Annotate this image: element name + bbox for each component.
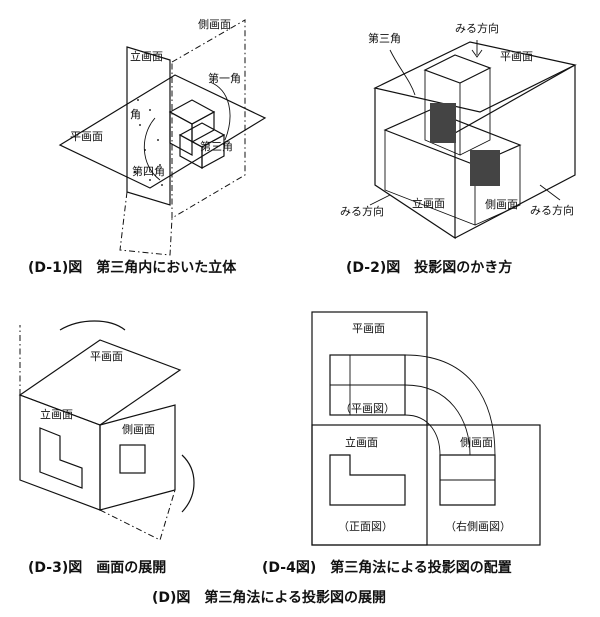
d1-label-angle3: 第三角 <box>200 139 233 153</box>
d4-arc-outer <box>404 354 496 456</box>
d2-label-horizontal: 平画面 <box>500 50 533 63</box>
d2-cube-edge <box>454 64 576 134</box>
d4-label-right-view: （右側画図） <box>445 519 511 533</box>
d3-fold-arrow-top <box>59 320 126 331</box>
d2-cube-left <box>374 88 456 240</box>
d1-label-angle2: 角 <box>130 108 141 121</box>
d4-caption: (D-4図) 第三角法による投影図の配置 <box>262 559 512 576</box>
d1-label-angle1: 第一角 <box>208 71 241 85</box>
d1-caption: (D-1)図 第三角内においた立体 <box>28 259 237 276</box>
d4-label-horizontal: 平画面 <box>352 322 385 335</box>
d4-label-front-view: （正面図） <box>338 520 393 533</box>
d3-label-side: 側画面 <box>122 423 155 436</box>
d4-arc-middle <box>404 384 471 456</box>
diagram-d2: 第三角 みる方向 平画面 みる方向 立画面 側画面 みる方向 <box>340 21 577 240</box>
d1-solid <box>168 99 226 170</box>
d2-label-view-left: みる方向 <box>340 204 384 218</box>
d1-arrow-left <box>143 117 161 181</box>
d4-label-top-view: （平画図） <box>340 402 395 415</box>
d3-label-horizontal: 平画面 <box>90 350 123 363</box>
d2-arrow-top <box>471 40 483 58</box>
d1-horizontal-plane <box>58 74 267 189</box>
d4-label-vertical: 立画面 <box>345 435 378 449</box>
d1-stipple <box>134 99 163 186</box>
d2-arrow-third <box>389 49 416 96</box>
diagram-d3: 平画面 立画面 側画面 <box>18 320 195 541</box>
d2-arrow-right <box>539 184 561 201</box>
d3-side-plane <box>99 404 176 511</box>
d3-fold-arrow-right <box>181 454 195 513</box>
main-caption: (D)図 第三角法による投影図の展開 <box>152 589 386 606</box>
d3-caption: (D-3)図 画面の展開 <box>28 560 166 576</box>
d2-label-view-right: みる方向 <box>530 203 574 217</box>
d2-cube-right <box>454 65 576 239</box>
d1-side-plane <box>171 19 246 219</box>
d2-caption: (D-2)図 投影図のかき方 <box>346 259 512 276</box>
d1-arrow-right <box>209 81 231 141</box>
d4-arc-inner <box>404 414 441 456</box>
d3-front-view <box>39 427 83 489</box>
d4-frame-bottom <box>311 424 541 546</box>
d4-side-view <box>439 454 496 506</box>
d3-side-view <box>119 444 146 474</box>
d4-frame-left <box>311 311 428 546</box>
d2-arrow-left <box>369 194 391 206</box>
d1-label-angle4: 第四角 <box>132 164 165 178</box>
d2-cube-top <box>373 41 577 113</box>
d1-label-horizontal: 平画面 <box>70 130 103 143</box>
d2-label-view-top: みる方向 <box>455 21 499 35</box>
d3-label-vertical: 立画面 <box>40 407 73 421</box>
d4-front-view <box>329 454 406 506</box>
diagram-d1: 立画面 側画面 平画面 第一角 角 第三角 第四角 <box>58 18 267 256</box>
d2-label-vertical: 立画面 <box>412 196 445 210</box>
d3-dash-bottom <box>99 489 176 541</box>
d1-vertical-plane <box>126 46 171 206</box>
diagram-d4: 平画面 （平画図） 立画面 側画面 （正面図） （右側画図） <box>311 311 541 546</box>
d2-label-side: 側画面 <box>485 198 518 211</box>
d1-lower-dash <box>119 191 173 256</box>
d4-label-side: 側画面 <box>460 436 493 449</box>
d1-label-vertical: 立画面 <box>130 49 163 63</box>
d2-label-third: 第三角 <box>368 31 401 45</box>
d2-solid <box>383 54 522 226</box>
d1-label-side: 側画面 <box>198 18 231 31</box>
